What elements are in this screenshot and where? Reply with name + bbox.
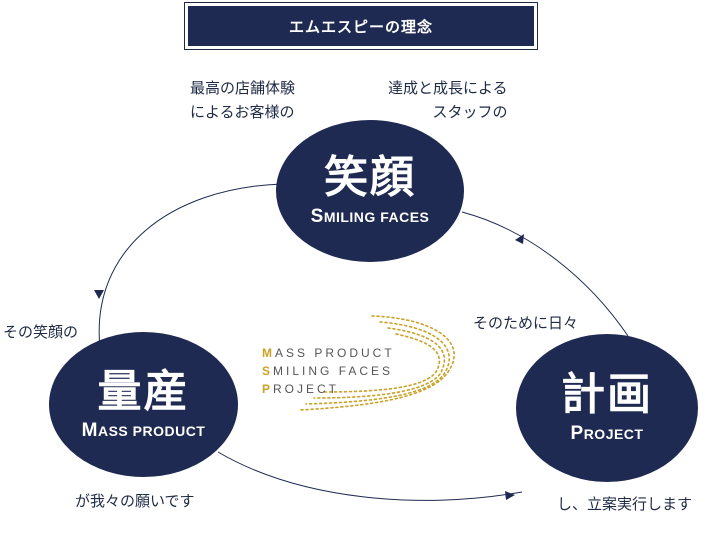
arrowhead-down-left bbox=[94, 290, 104, 299]
arc-smile-to-mass bbox=[98, 183, 283, 349]
circle-mass-product: 量産 MASS PRODUCT bbox=[49, 332, 238, 477]
top-left-line-2: によるお客様の bbox=[190, 103, 295, 121]
mass-cap: M bbox=[81, 419, 98, 441]
msp-lead-1: M bbox=[262, 346, 275, 360]
project-english: PROJECT bbox=[571, 423, 644, 445]
arrowhead-up-right bbox=[515, 234, 524, 244]
msp-swirl-graphic bbox=[299, 315, 455, 411]
right-text: そのために日々 bbox=[473, 314, 579, 332]
project-cap: P bbox=[570, 423, 584, 444]
msp-lead-2: S bbox=[262, 364, 274, 378]
mass-english: MASS PRODUCT bbox=[82, 420, 206, 442]
top-right-line-2: スタッフの bbox=[432, 103, 508, 121]
title-frame: エムエスピーの理念 bbox=[184, 2, 538, 50]
arrowhead-right-bottom bbox=[505, 491, 515, 500]
smile-cap: S bbox=[310, 206, 324, 227]
msp-rest-2: MILING FACES bbox=[273, 364, 394, 378]
top-right-line-1: 達成と成長による bbox=[388, 79, 508, 97]
project-rest: ROJECT bbox=[583, 426, 644, 442]
circle-project: 計画 PROJECT bbox=[516, 334, 698, 482]
mass-kanji: 量産 bbox=[97, 365, 190, 417]
top-right-text: 達成と成長による スタッフの bbox=[388, 76, 508, 124]
left-text: その笑顔の bbox=[3, 323, 79, 341]
arc-project-to-smile bbox=[461, 211, 629, 337]
bottom-right-text: し、立案実行します bbox=[557, 495, 693, 513]
page-title: エムエスピーの理念 bbox=[188, 6, 534, 46]
msp-rest-3: ROJECT bbox=[273, 382, 340, 396]
smile-english: SMILING FACES bbox=[311, 206, 430, 228]
bottom-left-text: が我々の願いです bbox=[75, 492, 195, 510]
top-left-line-1: 最高の店舗体験 bbox=[190, 79, 296, 97]
mass-rest: ASS PRODUCT bbox=[97, 422, 206, 439]
circle-smiling-faces: 笑顔 SMILING FACES bbox=[276, 120, 464, 262]
arc-mass-to-project bbox=[217, 451, 523, 501]
smile-rest: MILING FACES bbox=[323, 209, 430, 225]
project-kanji: 計画 bbox=[561, 369, 653, 420]
msp-lead-3: P bbox=[262, 382, 274, 396]
top-left-text: 最高の店舗体験 によるお客様の bbox=[190, 76, 295, 124]
msp-rest-1: ASS PRODUCT bbox=[275, 346, 395, 360]
smile-kanji: 笑顔 bbox=[324, 152, 416, 203]
